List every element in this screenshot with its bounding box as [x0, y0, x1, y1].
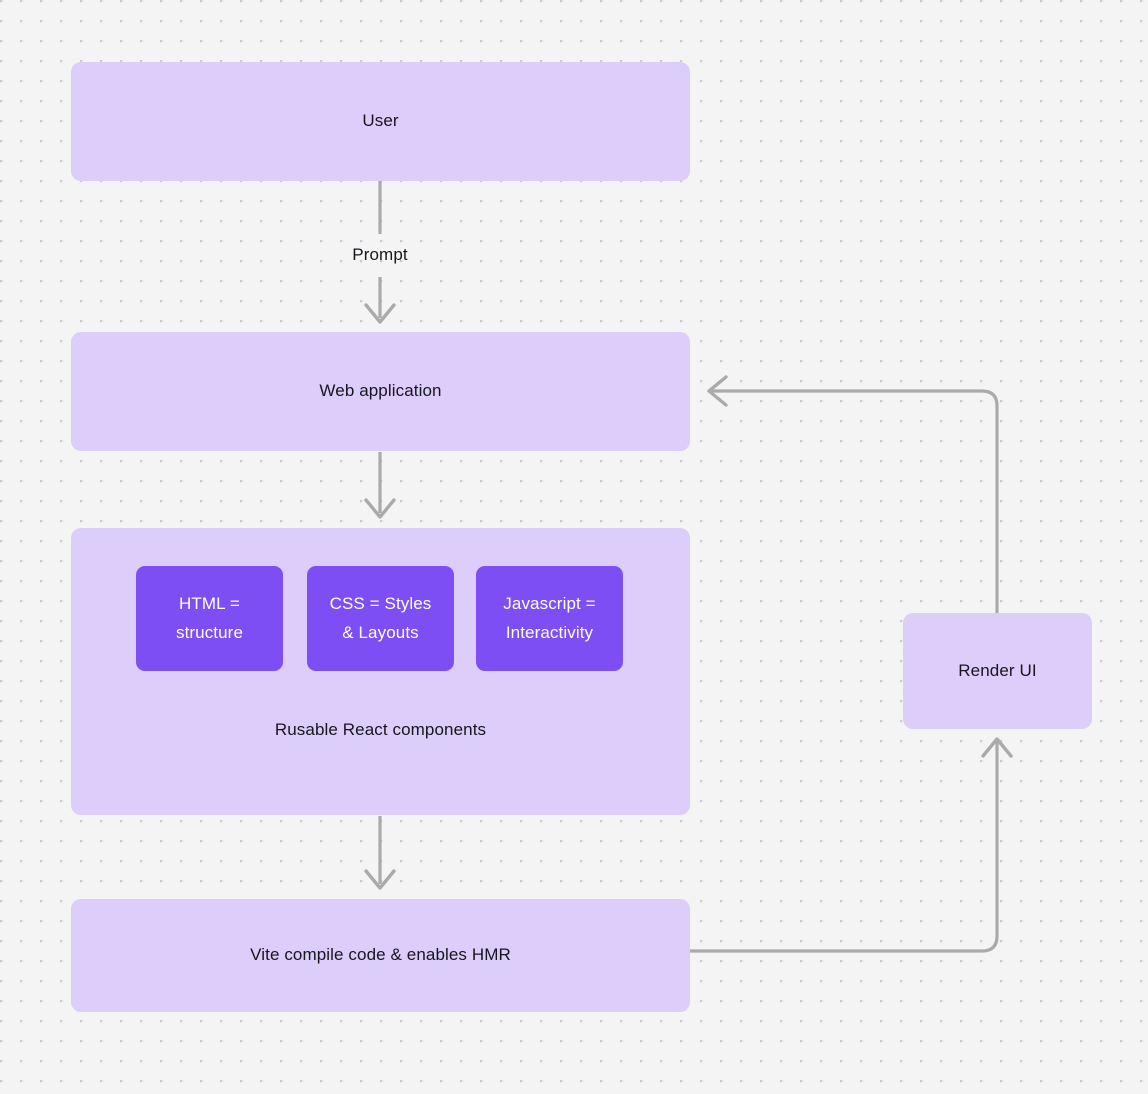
chip-css-label: CSS = Styles & Layouts: [329, 593, 432, 642]
edge-web-application-to-components: [364, 452, 396, 519]
node-user[interactable]: User: [71, 62, 690, 181]
node-user-label: User: [362, 111, 399, 131]
node-web-application[interactable]: Web application: [71, 332, 690, 451]
edge-label-prompt: Prompt: [352, 245, 408, 264]
edge-components-to-vite: [364, 816, 396, 890]
chip-javascript[interactable]: Javascript = Interactivity: [476, 566, 623, 671]
node-group-caption: Rusable React components: [274, 720, 487, 739]
node-vite[interactable]: Vite compile code & enables HMR: [71, 899, 690, 1012]
node-render-ui-label: Render UI: [958, 660, 1037, 680]
edge-render-ui-to-web-application: [707, 375, 999, 613]
node-group-react-components[interactable]: HTML = structure CSS = Styles & Layouts …: [71, 528, 690, 815]
chip-css[interactable]: CSS = Styles & Layouts: [307, 566, 454, 671]
node-web-application-label: Web application: [319, 381, 442, 401]
chip-javascript-label: Javascript = Interactivity: [503, 593, 596, 642]
chip-html[interactable]: HTML = structure: [136, 566, 283, 671]
node-render-ui[interactable]: Render UI: [903, 613, 1092, 729]
chip-html-label: HTML = structure: [175, 593, 244, 642]
node-vite-label: Vite compile code & enables HMR: [250, 945, 511, 965]
edge-vite-to-render-ui: [690, 737, 1013, 953]
